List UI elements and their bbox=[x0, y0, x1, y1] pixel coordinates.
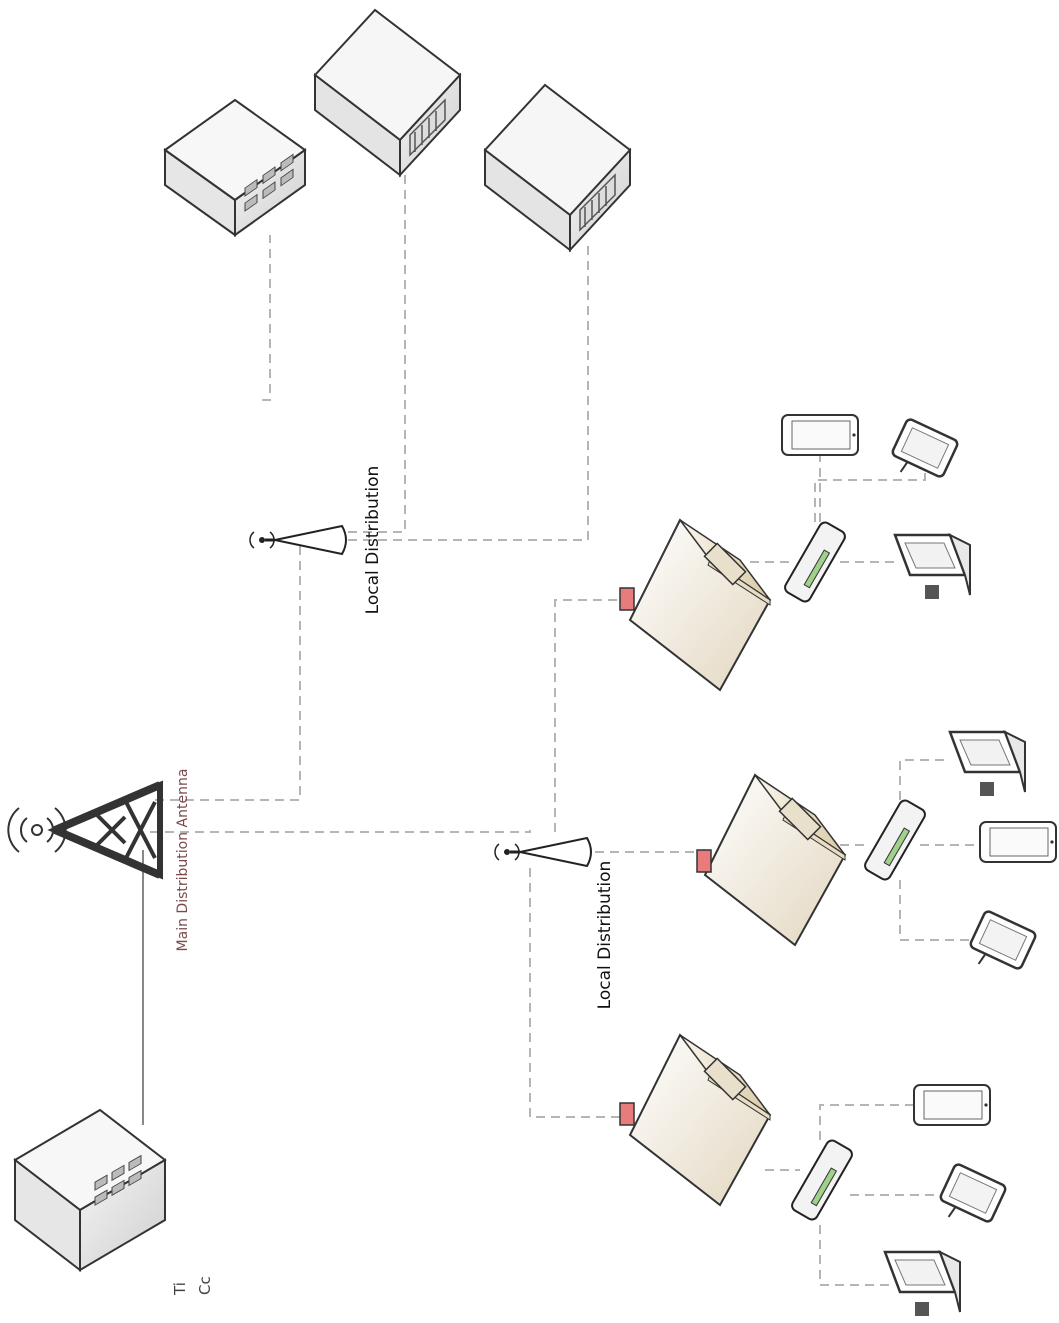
link-local-top-warehouse1 bbox=[348, 165, 406, 533]
office-building-top[interactable] bbox=[163, 98, 307, 237]
laptop-left[interactable] bbox=[883, 1249, 961, 1316]
router-right[interactable] bbox=[783, 520, 847, 603]
router-icon bbox=[791, 1139, 853, 1221]
smartphone-icon bbox=[979, 821, 1057, 863]
link-router-laptop-l bbox=[819, 1225, 890, 1286]
office-building-icon bbox=[13, 1108, 167, 1273]
laptop-icon bbox=[948, 729, 1026, 796]
router-middle[interactable] bbox=[863, 798, 927, 881]
warehouse-top[interactable] bbox=[313, 8, 462, 178]
smartphone-icon bbox=[781, 414, 859, 456]
laptop-icon bbox=[893, 532, 971, 599]
link-router-phone-l bbox=[819, 1104, 915, 1140]
tablet-right[interactable] bbox=[886, 418, 959, 489]
local-antenna-top[interactable] bbox=[249, 524, 347, 556]
house-right[interactable] bbox=[619, 518, 772, 692]
link-router-laptop-m bbox=[899, 759, 950, 800]
link-router-tablet-r bbox=[814, 465, 926, 522]
warehouse-icon bbox=[313, 8, 462, 178]
main-tower[interactable] bbox=[7, 780, 163, 880]
link-local-bottom-house-right bbox=[554, 599, 627, 832]
main-antenna-label: Main Distribution Antenna bbox=[175, 769, 191, 952]
local-antenna-bottom[interactable] bbox=[494, 836, 592, 868]
connections bbox=[142, 165, 985, 1286]
house-icon bbox=[619, 518, 772, 692]
local-distribution-top-label: Local Distribution bbox=[363, 466, 383, 615]
link-router-tablet-m bbox=[899, 880, 985, 941]
edge-text-2: Cc bbox=[196, 1276, 214, 1295]
link-tower-to-local-top bbox=[155, 543, 301, 801]
link-tower-to-local-bottom bbox=[150, 830, 531, 833]
warehouse-icon bbox=[483, 83, 632, 253]
house-middle[interactable] bbox=[696, 773, 847, 947]
edge-text-1: Ti bbox=[171, 1282, 189, 1296]
link-local-top-office bbox=[262, 235, 271, 401]
phone-left[interactable] bbox=[913, 1084, 991, 1126]
link-local-bottom-house-left bbox=[529, 868, 627, 1118]
tablet-icon bbox=[969, 910, 1037, 970]
tablet-icon bbox=[891, 418, 959, 478]
local-distribution-bottom-label: Local Distribution bbox=[595, 861, 615, 1010]
antenna-icon bbox=[494, 836, 592, 868]
house-icon bbox=[619, 1033, 772, 1207]
cell-tower-icon bbox=[7, 780, 163, 880]
router-icon bbox=[864, 799, 926, 881]
house-icon bbox=[696, 773, 847, 947]
tablet-left[interactable] bbox=[934, 1163, 1007, 1234]
datacenter-building[interactable] bbox=[13, 1108, 167, 1273]
warehouse-bottom[interactable] bbox=[483, 83, 632, 253]
laptop-middle[interactable] bbox=[948, 729, 1026, 796]
house-left[interactable] bbox=[619, 1033, 772, 1207]
link-local-top-warehouse2 bbox=[348, 240, 589, 541]
tablet-middle[interactable] bbox=[964, 910, 1037, 981]
phone-middle[interactable] bbox=[979, 821, 1057, 863]
phone-right[interactable] bbox=[781, 414, 859, 456]
laptop-icon bbox=[883, 1249, 961, 1316]
smartphone-icon bbox=[913, 1084, 991, 1126]
laptop-right[interactable] bbox=[893, 532, 971, 599]
office-building-icon bbox=[163, 98, 307, 237]
router-icon bbox=[784, 521, 846, 603]
antenna-icon bbox=[249, 524, 347, 556]
tablet-icon bbox=[939, 1163, 1007, 1223]
router-left[interactable] bbox=[790, 1138, 854, 1221]
